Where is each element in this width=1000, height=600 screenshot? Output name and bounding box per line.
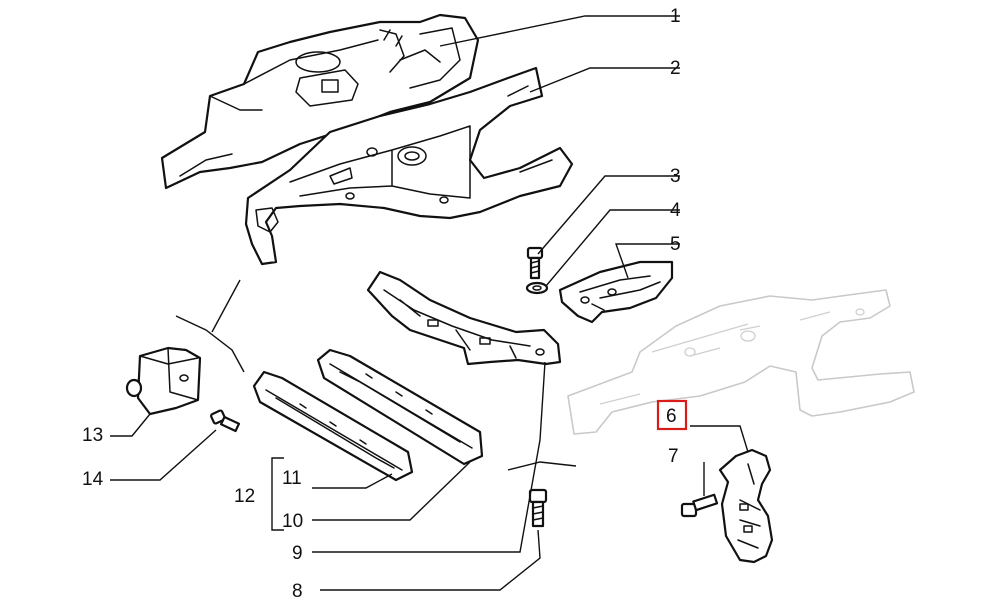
part-13-mount [125,346,202,416]
part-4-washer [525,281,549,295]
guide-line-right [507,461,577,471]
highlight-box-6 [656,399,688,431]
callout-1: 1 [670,6,681,27]
callout-3: 3 [670,166,681,187]
part-6-bracket [718,448,774,564]
ghost-frame-assembly [567,289,915,435]
part-2-frame-rail [244,66,574,266]
callout-10: 10 [282,511,303,532]
part-8-bolt [528,488,548,528]
callout-13: 13 [82,425,103,446]
part-5-bracket [558,260,674,324]
part-7-bolt [680,493,719,518]
callout-7: 7 [668,446,679,467]
part-3-bolt [526,246,544,280]
callout-4: 4 [670,200,681,221]
callout-2: 2 [670,58,681,79]
callout-8: 8 [292,581,303,600]
part-10-long-rail [316,348,484,466]
callout-5: 5 [670,234,681,255]
callout-6: 6 [666,406,677,427]
callout-9: 9 [292,543,303,564]
group-bracket-12 [271,457,284,531]
callout-12: 12 [234,486,255,507]
leader-lines [110,15,749,591]
callout-11: 11 [282,468,302,489]
guide-line-left [175,315,245,373]
part-1-body-panel [160,13,480,190]
part-11-long-rail [252,370,414,482]
part-9-crossmember [366,270,562,366]
part-14-bolt [210,409,241,433]
callout-14: 14 [82,469,104,490]
